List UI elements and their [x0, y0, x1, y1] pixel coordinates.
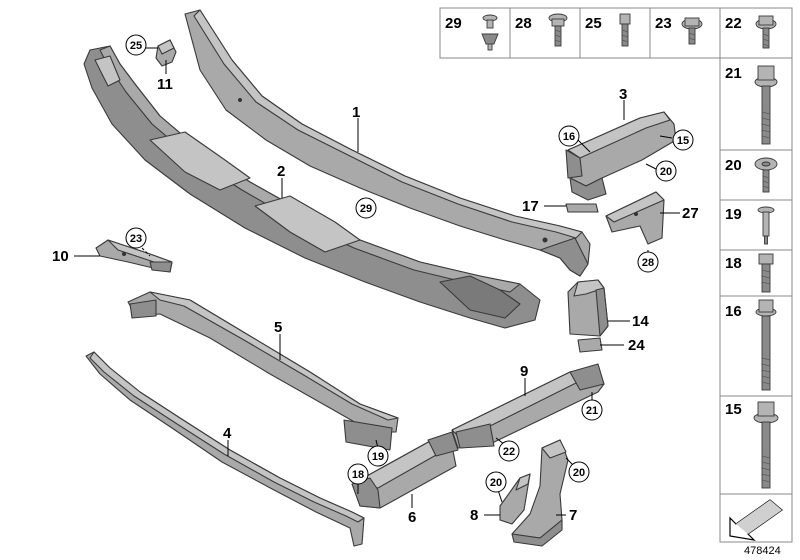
part-17-bracket: [565, 203, 599, 213]
part-3-mount-bracket: [565, 111, 677, 201]
part-1-bumper-carrier: [184, 9, 591, 277]
part-7-bracket: [511, 439, 569, 547]
part-24-clip: [577, 337, 603, 353]
callout-numbers: 1 2 3 4 5 7 8 9 10 11 14 17 24 27 6: [52, 76, 699, 526]
direction-arrow-icon: [729, 499, 783, 541]
svg-text:19: 19: [372, 451, 384, 463]
hardware-label-15: 15: [725, 401, 742, 418]
callout-11: 11: [157, 76, 173, 93]
hardware-label-19: 19: [725, 206, 742, 223]
screw-icon-28: [548, 13, 568, 47]
part-4-trim-strip: [85, 351, 365, 547]
svg-text:23: 23: [130, 233, 142, 245]
svg-text:28: 28: [642, 257, 654, 269]
screw-icon-20: [754, 157, 778, 193]
hardware-label-18: 18: [725, 255, 742, 272]
hardware-label-29: 29: [445, 15, 462, 32]
hardware-side-column: 21 20 19 18 16 15: [719, 57, 793, 543]
svg-text:16: 16: [563, 131, 575, 143]
hardware-label-21: 21: [725, 65, 742, 82]
callout-9: 9: [520, 363, 528, 380]
svg-text:21: 21: [586, 405, 598, 417]
bolt-icon-15: [753, 401, 779, 489]
circled-20-right: 20: [568, 461, 590, 483]
part-8-bracket: [499, 473, 531, 525]
document-id: 478424: [744, 545, 781, 557]
hardware-label-25: 25: [585, 15, 602, 32]
circled-16: 16: [558, 125, 580, 147]
callout-24: 24: [628, 337, 645, 354]
part-27-angle-bracket: [605, 191, 665, 245]
callout-1: 1: [352, 104, 360, 121]
circled-20-left: 20: [485, 471, 507, 493]
svg-text:15: 15: [677, 135, 689, 147]
svg-text:18: 18: [352, 469, 364, 481]
callout-8: 8: [470, 507, 478, 524]
circled-29: 29: [355, 197, 377, 219]
hardware-label-23: 23: [655, 15, 672, 32]
callout-17: 17: [522, 198, 539, 215]
hardware-label-20: 20: [725, 157, 742, 174]
circled-18: 18: [347, 463, 369, 485]
screw-icon-25: [619, 13, 631, 47]
circled-callouts: 25 23 29 16 15 20 28 19: [125, 34, 694, 493]
part-11-bracket: [155, 39, 177, 67]
svg-text:29: 29: [360, 203, 372, 215]
part-14-bracket: [567, 279, 609, 337]
hardware-label-28: 28: [515, 15, 532, 32]
circled-20-upper: 20: [655, 160, 677, 182]
part-9-crash-box: [451, 363, 605, 449]
circled-23: 23: [125, 227, 147, 249]
hardware-top-row: 29 28 25 23 22: [439, 7, 793, 59]
circled-25: 25: [125, 34, 147, 56]
callout-7: 7: [569, 507, 577, 524]
circled-15: 15: [672, 129, 694, 151]
part-10-bracket: [95, 239, 173, 273]
svg-text:22: 22: [503, 446, 515, 458]
bolt-icon-22: [755, 15, 777, 49]
callout-6: 6: [408, 509, 416, 526]
callout-4: 4: [223, 425, 232, 442]
hardware-label-16: 16: [725, 303, 742, 320]
circled-22: 22: [498, 440, 520, 462]
part-6-crash-box: [351, 431, 459, 509]
rivet-icon-19: [757, 206, 775, 245]
bolt-icon-21: [754, 65, 778, 145]
svg-text:20: 20: [573, 467, 585, 479]
svg-text:25: 25: [130, 40, 142, 52]
svg-text:20: 20: [660, 166, 672, 178]
callout-27: 27: [682, 205, 699, 222]
part-5-lower-carrier: [127, 291, 399, 451]
circled-19: 19: [367, 445, 389, 467]
hardware-label-22: 22: [725, 15, 742, 32]
push-clip-icon: [481, 14, 499, 51]
screw-icon-23: [681, 17, 703, 45]
callout-3: 3: [619, 86, 627, 103]
callout-5: 5: [274, 319, 282, 336]
callout-2: 2: [277, 163, 285, 180]
callout-14: 14: [632, 313, 649, 330]
callout-10: 10: [52, 248, 69, 265]
svg-text:20: 20: [490, 477, 502, 489]
bolt-icon-16: [755, 299, 777, 391]
circled-28: 28: [637, 251, 659, 273]
part-2-impact-absorber: [83, 45, 541, 329]
circled-21: 21: [581, 399, 603, 421]
bolt-icon-18: [758, 253, 774, 293]
leader-lines: [74, 47, 680, 516]
